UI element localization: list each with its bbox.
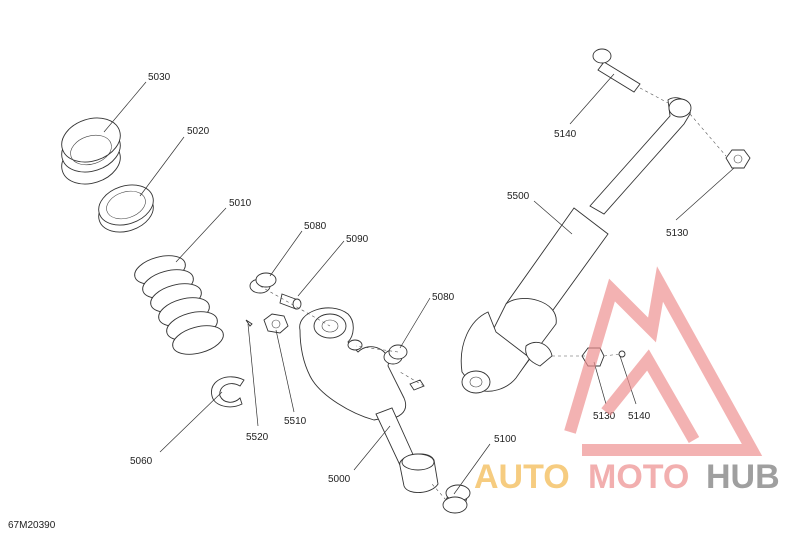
watermark: AUTO MOTO HUB [474,266,780,496]
label-5520: 5520 [246,432,269,443]
nut-5510 [263,313,289,334]
label-5010: 5010 [229,198,252,209]
bushing-5100 [442,484,471,514]
label-5140-top: 5140 [554,129,577,140]
part-labels: 5030 5020 5010 5060 5080 5090 5080 5510 … [8,72,689,531]
label-5000: 5000 [328,474,351,485]
bolt-5140-top [592,48,641,93]
label-5020: 5020 [187,126,210,137]
coil-spring-5010 [134,255,224,355]
label-5100: 5100 [494,434,517,445]
retaining-clip-5060 [211,376,245,408]
watermark-word-hub: HUB [706,458,780,496]
shock-absorber-5500 [460,97,692,394]
label-5130-lower: 5130 [593,411,616,422]
label-5030: 5030 [148,72,171,83]
watermark-logo-icon [564,266,763,456]
bolt-5140-lower [618,350,626,358]
label-5130-top: 5130 [666,228,689,239]
pin-5520 [245,319,253,327]
leader-lines [103,73,735,495]
label-5080-right: 5080 [432,292,455,303]
spring-retainer-5030 [61,117,121,185]
shock-absorber-5000 [299,307,439,493]
label-5500: 5500 [507,191,530,202]
alignment-lines [259,87,727,501]
label-5060: 5060 [130,456,153,467]
nut-5130-top [725,149,751,169]
watermark-word-moto: MOTO [588,458,689,496]
bushing-5080-left [249,272,277,294]
label-5090: 5090 [346,234,369,245]
bushing-5080-right [383,344,408,365]
label-5510: 5510 [284,416,307,427]
label-5080-left: 5080 [304,221,327,232]
spring-seat-5020 [98,184,154,233]
spacer-5090 [279,293,302,310]
label-5140-lower: 5140 [628,411,651,422]
drawing-code: 67M20390 [8,520,56,531]
watermark-word-auto: AUTO [474,458,570,496]
